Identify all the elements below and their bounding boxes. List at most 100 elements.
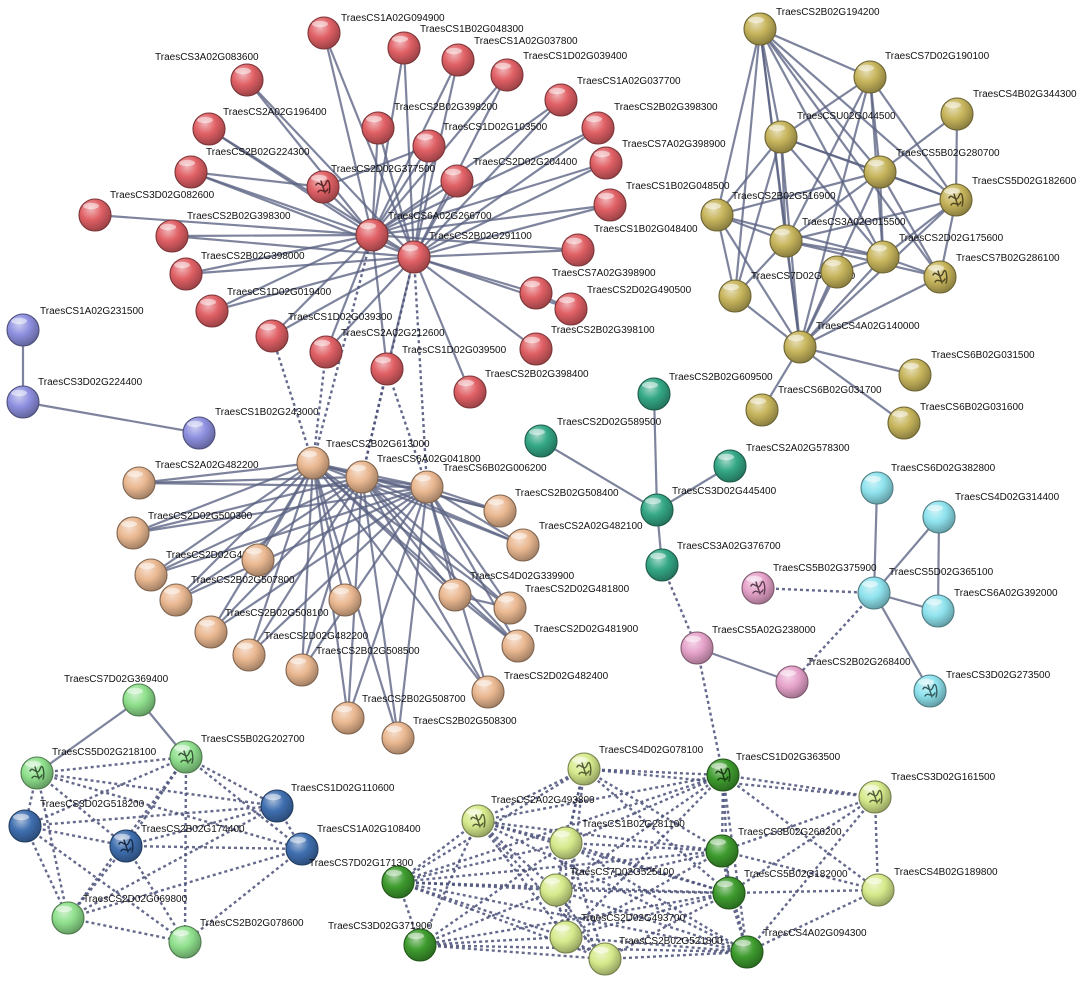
protein-node[interactable]: TraesCS5B02G182000 (712, 869, 848, 910)
protein-node[interactable]: TraesCS2D02G482400 (471, 671, 609, 709)
protein-node[interactable]: TraesCS2B02G508400 (483, 488, 619, 528)
protein-node[interactable]: TraesCS2B02G398000 (169, 251, 305, 291)
protein-node[interactable]: TraesCS7D02G369400 (64, 674, 169, 717)
protein-node[interactable]: TraesCS2B02G613000 (296, 439, 430, 480)
protein-node[interactable]: TraesCS2B02G398200 (361, 102, 498, 145)
protein-node[interactable]: TraesCS2B02G194200 (743, 7, 880, 46)
protein-node[interactable]: TraesCS6D02G382800 (860, 463, 996, 505)
protein-node[interactable]: TraesCS6B02G031600 (887, 402, 1024, 440)
protein-node[interactable]: TraesCS2D02G069800 (51, 894, 188, 935)
protein-node[interactable]: TraesCS2D02G481800 (493, 584, 630, 625)
protein-node[interactable]: TraesCS7D02G525100 (539, 867, 675, 907)
protein-node[interactable]: TraesCS2D02G377500 (306, 164, 436, 204)
protein-node[interactable]: TraesCS1B02G048500 (593, 181, 730, 222)
protein-node[interactable]: TraesCS4B02G189800 (861, 867, 998, 907)
protein-node[interactable]: TraesCS2B02G516900 (700, 191, 836, 232)
protein-node[interactable]: TraesCS5B02G202700 (169, 734, 305, 774)
protein-node[interactable]: TraesCS3A02G015500 (769, 217, 906, 258)
protein-node[interactable]: TraesCS6B02G006200 (410, 463, 547, 504)
protein-node[interactable]: TraesCS2B02G398400 (453, 369, 589, 409)
protein-node[interactable]: TraesCS2B02G078600 (168, 918, 304, 959)
protein-node[interactable]: TraesCS2D02G482000 (134, 550, 271, 592)
protein-node[interactable]: TraesCS7A02G398900 (519, 268, 656, 310)
protein-node[interactable]: TraesCS2B02G521800 (588, 936, 723, 976)
protein-node[interactable]: TraesCS2D02G204400 (440, 157, 578, 198)
protein-node[interactable]: TraesCS6A02G041800 (345, 454, 481, 494)
protein-node[interactable]: TraesCS4B02G344300 (940, 89, 1077, 131)
protein-node[interactable]: TraesCS2B02G398100 (519, 325, 655, 366)
protein-node[interactable]: TraesCS5D02G182600 (939, 176, 1077, 217)
protein-node[interactable]: TraesCS2D02G500300 (116, 511, 253, 550)
protein-node[interactable]: TraesCS6A02G392000 (921, 588, 1058, 628)
protein-node[interactable]: TraesCS2A02G212600 (309, 328, 445, 369)
protein-node[interactable]: TraesCS1D02G019400 (195, 287, 332, 328)
protein-node[interactable]: TraesCS1D02G363500 (706, 752, 841, 792)
protein-node[interactable]: TraesCS2A02G196400 (192, 107, 327, 146)
protein-node[interactable]: TraesCS7B02G286100 (923, 253, 1060, 294)
protein-node[interactable]: TraesCS2B02G174400 (109, 824, 245, 863)
protein-node[interactable]: TraesCS1D02G039500 (370, 345, 507, 386)
protein-node[interactable]: TraesCS2B02G508500 (285, 646, 420, 687)
protein-node[interactable]: TraesCS4D02G339900 (438, 571, 575, 612)
protein-node[interactable]: TraesCS3D02G371900 (328, 921, 437, 962)
protein-node[interactable]: TraesCS4A02G094300 (730, 928, 867, 969)
protein-node[interactable]: TraesCS2B02G508300 (381, 716, 517, 755)
protein-node[interactable]: TraesCS1D02G103500 (412, 122, 548, 163)
protein-node[interactable]: TraesCS3A02G376700 (645, 541, 781, 582)
protein-node[interactable]: TraesCS2A02G482100 (506, 521, 643, 562)
protein-node[interactable]: TraesCS1A02G108400 (285, 824, 421, 866)
protein-node[interactable]: TraesCS7A02G398900 (589, 139, 726, 180)
protein-node[interactable]: TraesCS1D02G110600 (260, 783, 395, 823)
protein-node[interactable]: TraesCS1B02G048400 (561, 224, 698, 267)
protein-node[interactable]: TraesCS5B02G280700 (863, 148, 1000, 189)
protein-node[interactable]: TraesCS1A02G037800 (441, 36, 578, 77)
protein-node[interactable]: TraesCS1B02G281100 (549, 819, 685, 860)
protein-node[interactable] (241, 543, 275, 577)
protein-node[interactable]: TraesCS2B02G398300 (155, 211, 291, 253)
protein-node[interactable]: TraesCS4D02G314400 (922, 492, 1060, 534)
protein-node[interactable]: TraesCS7D02G190100 (853, 51, 990, 94)
protein-node[interactable]: TraesCS5D02G218100 (20, 747, 157, 790)
protein-node[interactable]: TraesCS2D02G589500 (524, 417, 662, 458)
protein-node[interactable]: TraesCS2B02G224300 (174, 147, 310, 189)
protein-node[interactable]: TraesCS6A02G266700 (355, 211, 492, 252)
protein-node[interactable]: TraesCS2D02G481900 (501, 624, 639, 663)
protein-node[interactable]: TraesCS2D02G175600 (866, 233, 1004, 274)
protein-node[interactable]: TraesCS6B02G031700 (745, 385, 882, 427)
protein-node[interactable]: TraesCS1A02G231500 (6, 306, 144, 347)
protein-node[interactable]: TraesCS7D02G171300 (309, 858, 415, 899)
protein-node[interactable]: TraesCS1D02G039300 (255, 312, 393, 353)
protein-node[interactable]: TraesCS2B02G508700 (331, 694, 466, 735)
protein-node[interactable]: TraesCS1A02G037700 (544, 76, 681, 117)
protein-node[interactable]: TraesCS5B02G375900 (741, 563, 877, 605)
protein-node[interactable]: TraesCS7D02G010000 (718, 271, 856, 313)
protein-node[interactable]: TraesCS3B02G266200 (705, 827, 842, 868)
protein-node[interactable]: TraesCS2A02G493800 (461, 795, 595, 838)
protein-node[interactable]: TraesCS2D02G493700 (549, 913, 686, 954)
protein-node[interactable]: TraesCS2B02G291100 (397, 231, 532, 274)
protein-node[interactable]: TraesCS4D02G078100 (567, 745, 704, 786)
protein-node[interactable]: TraesCS3D02G273500 (913, 670, 1051, 708)
protein-node[interactable] (328, 583, 362, 617)
protein-node[interactable]: TraesCS5A02G238000 (680, 625, 816, 665)
protein-node[interactable]: TraesCS5D02G365100 (857, 567, 994, 610)
protein-node[interactable]: TraesCS2B02G609500 (637, 372, 773, 411)
protein-node[interactable]: TraesCS1B02G048300 (387, 24, 524, 65)
protein-node[interactable]: TraesCS1B02G243000 (182, 407, 319, 450)
protein-node[interactable]: TraesCS2D02G482200 (232, 631, 369, 672)
protein-node[interactable]: TraesCS1A02G094900 (307, 13, 445, 50)
protein-node[interactable]: TraesCS2B02G398300 (581, 102, 718, 145)
protein-node[interactable]: TraesCS3D02G082600 (78, 190, 215, 232)
protein-node[interactable]: TraesCSU02G044500 (764, 111, 896, 154)
protein-node[interactable] (820, 255, 854, 289)
protein-node[interactable]: TraesCS2D02G490500 (554, 285, 692, 326)
protein-node[interactable]: TraesCS3D02G445400 (640, 486, 777, 527)
protein-node[interactable]: TraesCS2B02G268400 (775, 657, 911, 699)
protein-node[interactable]: TraesCS6B02G031500 (898, 350, 1035, 392)
protein-node[interactable]: TraesCS3D02G161500 (858, 772, 996, 814)
protein-node[interactable]: TraesCS3D02G224400 (6, 377, 143, 419)
protein-node[interactable]: TraesCS2B02G507800 (159, 575, 295, 617)
protein-node[interactable]: TraesCS3D02G518200 (8, 799, 145, 843)
protein-node[interactable]: TraesCS2A02G482200 (122, 460, 259, 500)
protein-node[interactable]: TraesCS4A02G140000 (783, 321, 920, 364)
